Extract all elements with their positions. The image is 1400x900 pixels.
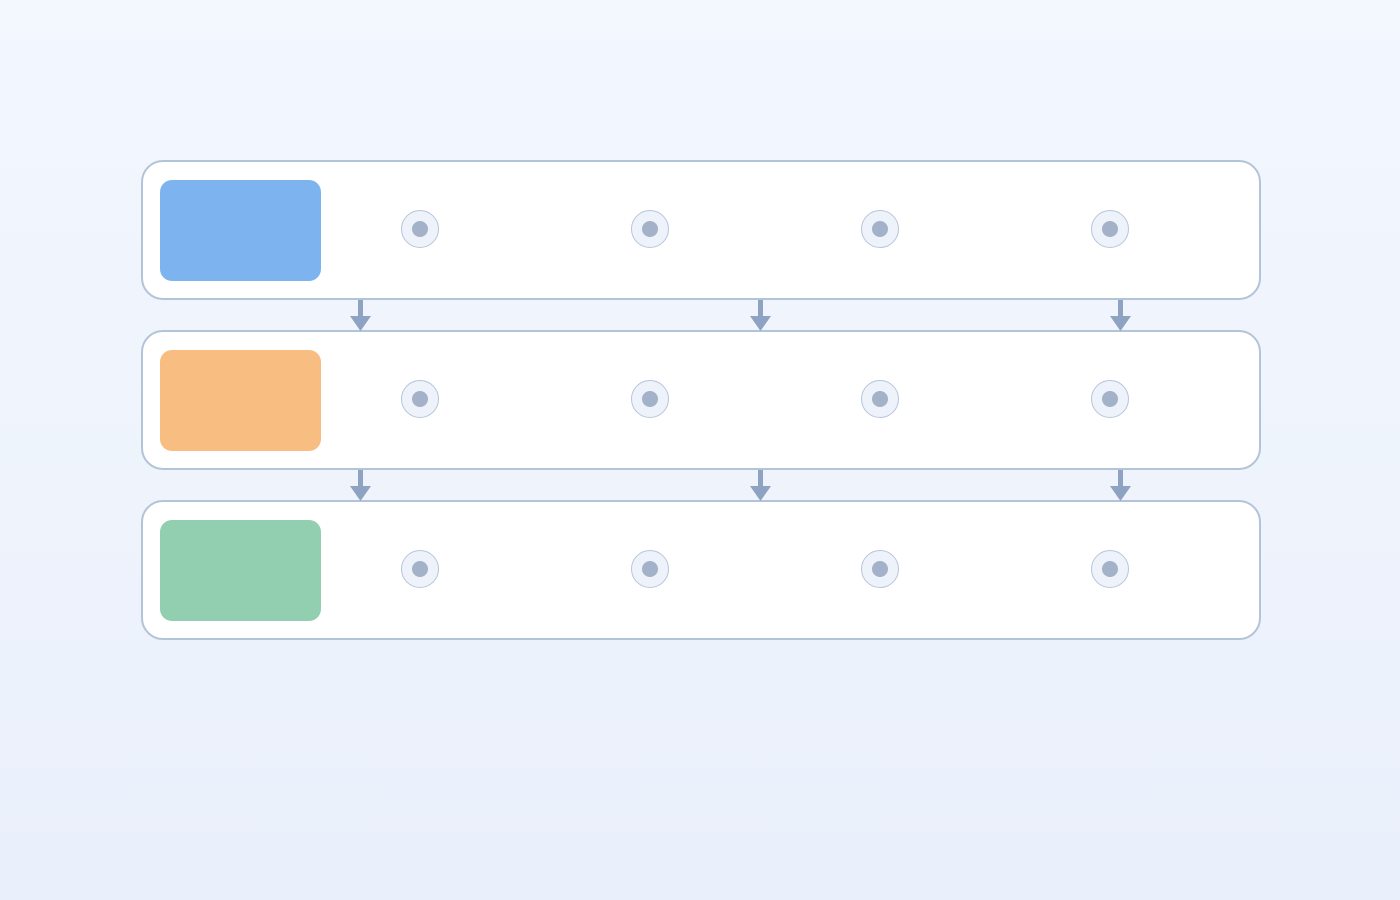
lane-3-header	[160, 520, 321, 621]
lane-2-header	[160, 350, 321, 451]
arrow-lane2-lane3-3	[1110, 470, 1131, 501]
node-dot	[1102, 221, 1118, 237]
lane-2-node-1[interactable]	[401, 380, 439, 418]
lane-3	[141, 500, 1261, 640]
arrow-lane1-lane2-3	[1110, 300, 1131, 331]
node-dot	[412, 391, 428, 407]
lane-3-node-4[interactable]	[1091, 550, 1129, 588]
arrow-lane2-lane3-2	[750, 470, 771, 501]
lane-2-node-3[interactable]	[861, 380, 899, 418]
node-dot	[412, 221, 428, 237]
node-dot	[872, 561, 888, 577]
node-dot	[872, 391, 888, 407]
arrow-lane1-lane2-1	[350, 300, 371, 331]
lane-3-node-1[interactable]	[401, 550, 439, 588]
node-dot	[642, 391, 658, 407]
lane-3-node-2[interactable]	[631, 550, 669, 588]
arrow-lane2-lane3-1	[350, 470, 371, 501]
node-dot	[1102, 391, 1118, 407]
lane-3-node-3[interactable]	[861, 550, 899, 588]
lane-1-node-4[interactable]	[1091, 210, 1129, 248]
node-dot	[642, 221, 658, 237]
lane-2	[141, 330, 1261, 470]
node-dot	[1102, 561, 1118, 577]
lane-1-node-2[interactable]	[631, 210, 669, 248]
lane-1-node-1[interactable]	[401, 210, 439, 248]
node-dot	[412, 561, 428, 577]
lane-2-node-4[interactable]	[1091, 380, 1129, 418]
lane-1-node-3[interactable]	[861, 210, 899, 248]
node-dot	[642, 561, 658, 577]
node-dot	[872, 221, 888, 237]
lane-1-header	[160, 180, 321, 281]
lane-1	[141, 160, 1261, 300]
arrow-lane1-lane2-2	[750, 300, 771, 331]
lane-2-node-2[interactable]	[631, 380, 669, 418]
